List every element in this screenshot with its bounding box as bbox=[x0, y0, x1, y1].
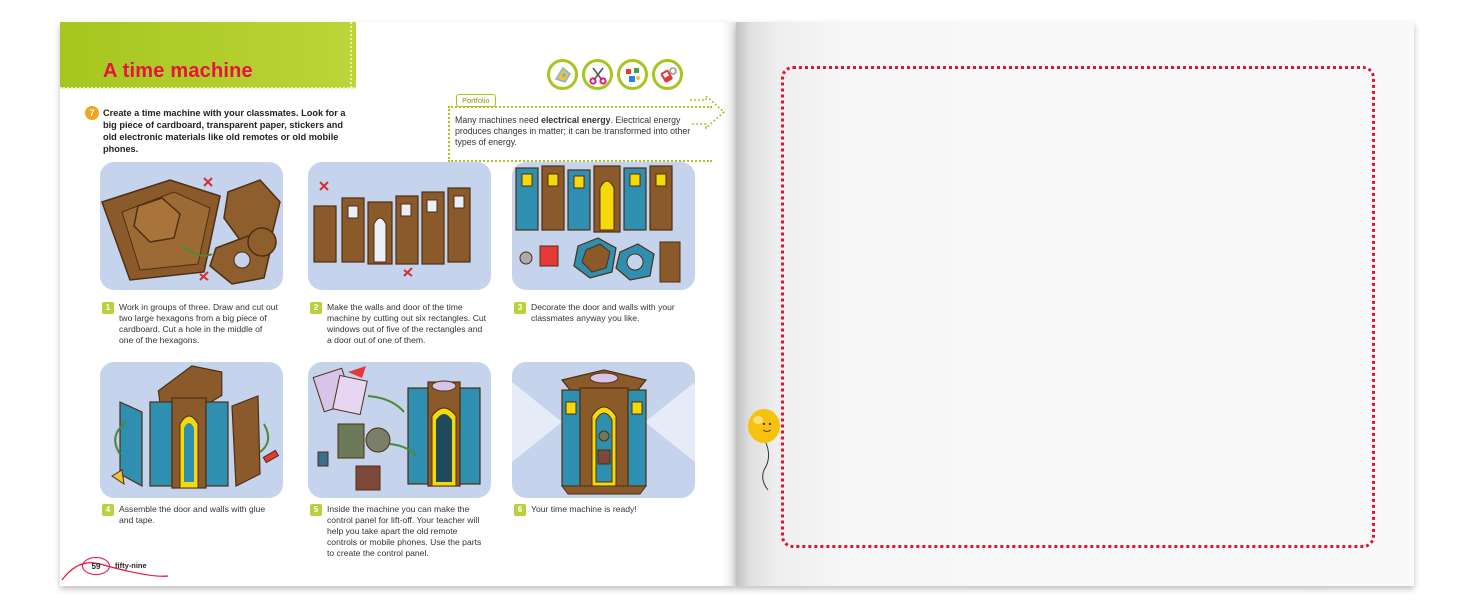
cardboard-icon bbox=[547, 59, 578, 90]
portfolio-box bbox=[448, 106, 712, 162]
materials-icons bbox=[547, 59, 683, 90]
portfolio-text-bold: electrical energy bbox=[541, 115, 611, 125]
empty-drawing-frame bbox=[781, 66, 1375, 548]
book-spread: A time machine 7 Create a time machine w… bbox=[60, 22, 1414, 586]
step-2-number: 2 bbox=[310, 302, 322, 314]
title-dotted-edge bbox=[350, 22, 352, 88]
step-5-number: 5 bbox=[310, 504, 322, 516]
activity-number: 7 bbox=[85, 106, 99, 120]
step-2-text: Make the walls and door of the time mach… bbox=[327, 302, 487, 345]
glue-tape-icon bbox=[652, 59, 683, 90]
portfolio-text-before: Many machines need bbox=[455, 115, 542, 125]
step-3-number: 3 bbox=[514, 302, 526, 314]
left-page: A time machine 7 Create a time machine w… bbox=[60, 22, 736, 586]
step-5-text: Inside the machine you can make the cont… bbox=[327, 504, 482, 558]
step-6-number: 6 bbox=[514, 504, 526, 516]
scissors-icon bbox=[582, 59, 613, 90]
step-4-text: Assemble the door and walls with glue an… bbox=[119, 504, 266, 525]
step-6-text: Your time machine is ready! bbox=[531, 504, 637, 514]
page-number-word: fifty-nine bbox=[115, 561, 147, 570]
step-1-number: 1 bbox=[102, 302, 114, 314]
portfolio-text-after: . Electrical energy produces changes in … bbox=[455, 115, 691, 147]
balloon-icon bbox=[748, 409, 780, 491]
step-1-text: Work in groups of three. Draw and cut ou… bbox=[119, 302, 278, 345]
portfolio-text: Many machines need electrical energy. El… bbox=[455, 115, 699, 148]
step-4-illustration bbox=[100, 362, 283, 498]
step-2-illustration bbox=[308, 162, 491, 290]
right-page bbox=[736, 22, 1414, 586]
step-5-illustration bbox=[308, 362, 491, 498]
activity-text: Create a time machine with your classmat… bbox=[103, 108, 346, 154]
step-4-number: 4 bbox=[102, 504, 114, 516]
portfolio-arrow-icon bbox=[690, 96, 726, 130]
step-3-illustration bbox=[512, 162, 695, 290]
step-6-illustration bbox=[512, 362, 695, 498]
title-banner bbox=[60, 22, 356, 88]
stickers-icon bbox=[617, 59, 648, 90]
page-title: A time machine bbox=[103, 60, 253, 82]
step-1-illustration bbox=[100, 162, 283, 290]
step-3-text: Decorate the door and walls with your cl… bbox=[531, 302, 675, 323]
title-dotted-line bbox=[60, 87, 356, 89]
portfolio-tag: Portfolio bbox=[456, 94, 496, 107]
page-number: 59 bbox=[82, 557, 110, 575]
book-spine bbox=[722, 22, 750, 586]
